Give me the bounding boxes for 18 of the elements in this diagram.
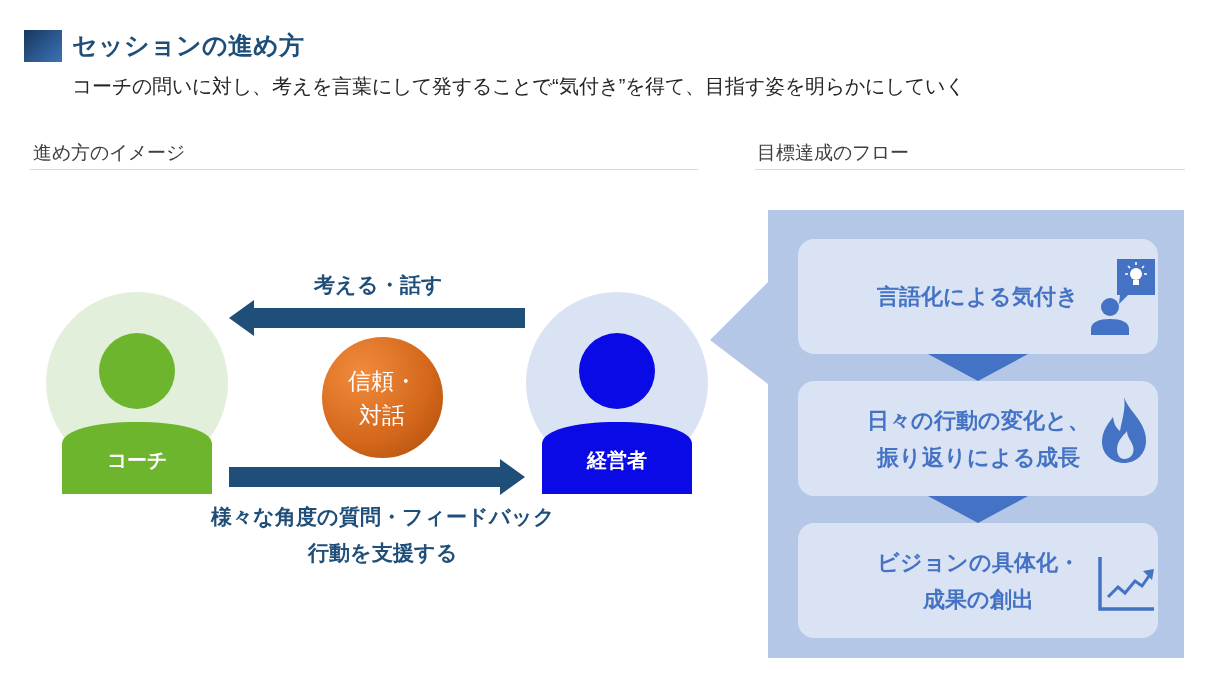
rounded-box (798, 523, 1158, 638)
person-label: コーチ (107, 448, 167, 473)
step-label: 日々の行動の変化と、振り返りによる成長 (865, 406, 1091, 472)
step-label: 言語化による気付き (877, 283, 1079, 311)
person-label: 経営者 (587, 448, 647, 473)
callout-panel (710, 210, 1184, 658)
title: セッションの進め方 (72, 30, 304, 61)
triangle-arrow (928, 496, 1028, 523)
rounded-box (798, 381, 1158, 496)
step-label: ビジョンの具体化・成果の創出 (875, 548, 1081, 614)
subtitle: コーチの問いに対し、考えを言葉にして発することで“気付き”を得て、目指す姿を明らかにしていく (72, 74, 966, 99)
section-heading: 進め方のイメージ (33, 141, 185, 165)
circle-label: 信頼・対話 (347, 366, 418, 430)
rounded-box (798, 239, 1158, 354)
block-arrow (229, 459, 525, 495)
triangle-arrow (928, 354, 1028, 381)
block-arrow (229, 300, 525, 336)
section-heading: 目標達成のフロー (757, 141, 909, 165)
